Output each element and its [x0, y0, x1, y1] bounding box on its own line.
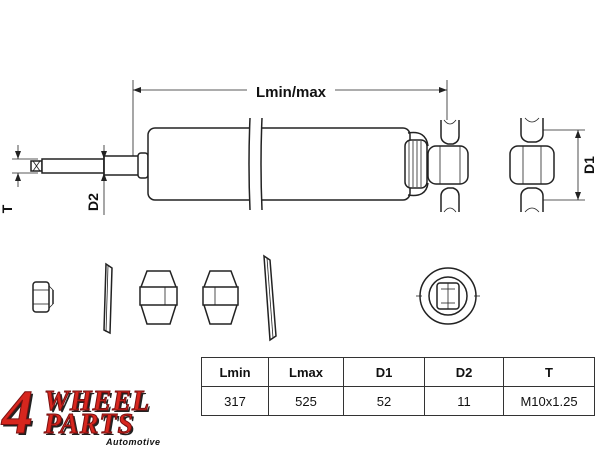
logo-word-wheel: WHEEL: [43, 386, 151, 417]
value-lmin: 317: [201, 386, 269, 416]
header-d2: D2: [424, 357, 504, 387]
piston-rod: [30, 152, 149, 179]
brand-logo: 4 WHEEL PARTS Automotive: [0, 379, 200, 450]
value-d2: 11: [424, 386, 504, 416]
header-lmin: Lmin: [201, 357, 269, 387]
t-dimension-line: [12, 145, 38, 187]
length-dimension-line: [133, 87, 447, 93]
spec-table: Lmin Lmax D1 D2 T 317 525 52 11 M10x1.25: [201, 357, 595, 416]
bushing-part: [139, 270, 178, 325]
logo-number: 4: [2, 379, 34, 447]
bushing-part: [202, 270, 239, 325]
eye-bushing-part: [416, 267, 480, 325]
value-d1: 52: [343, 386, 425, 416]
d1-dimension-line: [543, 129, 585, 201]
t-dimension-label: T: [0, 204, 15, 213]
header-t: T: [503, 357, 595, 387]
eye-mount-side: [427, 119, 469, 213]
washer-part: [103, 262, 113, 335]
value-t: M10x1.25: [503, 386, 595, 416]
eye-mount-end: [509, 117, 555, 213]
logo-subtitle: Automotive: [106, 437, 161, 447]
header-lmax: Lmax: [268, 357, 344, 387]
d2-dimension-label: D2: [85, 193, 101, 211]
logo-word-parts: PARTS: [43, 409, 135, 440]
length-dimension-label: Lmin/max: [256, 84, 327, 101]
shock-absorber-diagram: Lmin/max D1 D2 T: [0, 80, 597, 342]
spec-value-row: 317 525 52 11 M10x1.25: [201, 386, 595, 416]
value-lmax: 525: [268, 386, 344, 416]
nut-part: [32, 281, 54, 313]
d2-dimension-line: [101, 145, 107, 215]
d1-dimension-label: D1: [581, 156, 597, 174]
header-d1: D1: [343, 357, 425, 387]
spec-header-row: Lmin Lmax D1 D2 T: [201, 357, 595, 387]
shock-body: [147, 117, 429, 211]
washer-part: [263, 254, 277, 342]
